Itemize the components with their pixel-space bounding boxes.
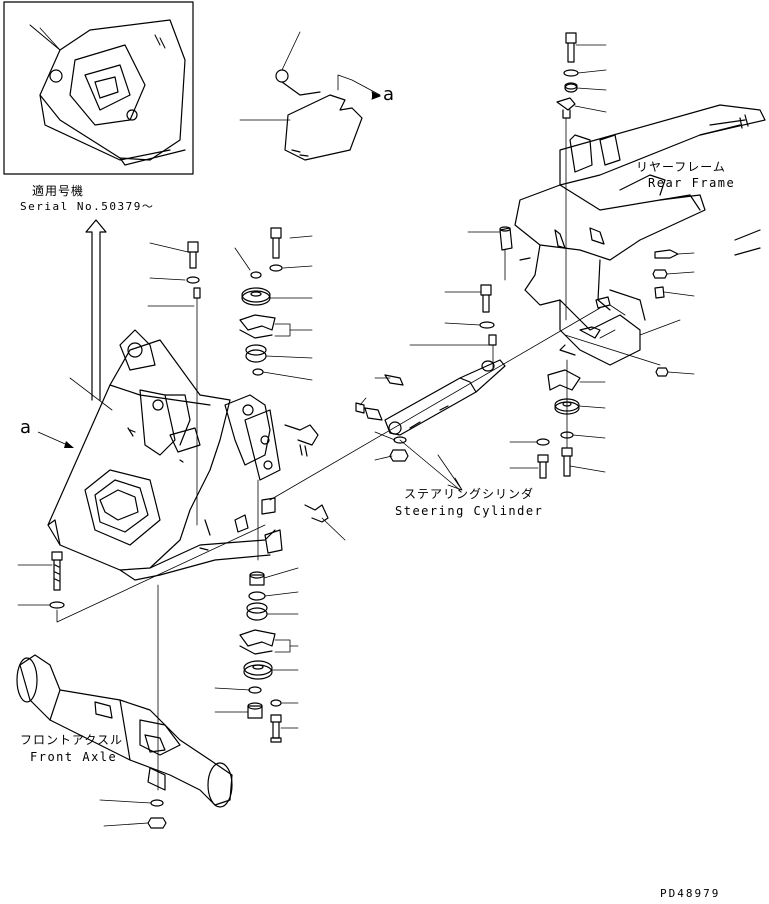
rear-pin: [499, 226, 513, 281]
inset-label-en: Serial No.50379～: [20, 200, 155, 213]
front-frame: [47, 329, 329, 581]
identification-plate: [275, 31, 381, 161]
inset-detail: [3, 1, 194, 175]
inset-arrow: [85, 219, 107, 401]
steering-cylinder-label-ja: ステアリングシリンダ: [404, 487, 535, 501]
front-frame-bolt: [49, 524, 266, 623]
view-marker-a: a: [20, 417, 32, 438]
rear-frame: [514, 104, 766, 366]
center-pivot-stack-upper: [239, 227, 283, 376]
left-bolt-top: [186, 241, 201, 526]
steering-cylinder: [355, 359, 506, 491]
rear-cylinder-bolt: [479, 284, 497, 371]
steering-cylinder-label-en: Steering Cylinder: [395, 504, 544, 518]
front-axle-label-en: Front Axle: [30, 750, 118, 764]
leader-lines: [17, 27, 695, 827]
rear-pin-line: [564, 334, 661, 366]
rear-cylinder-stack: [536, 359, 581, 479]
rear-frame-label-ja: リヤーフレーム: [636, 160, 726, 174]
rear-frame-label-en: Rear Frame: [648, 176, 736, 190]
front-axle: [16, 654, 233, 808]
inset-label-ja: 適用号機: [32, 184, 85, 198]
rear-pin-2: [579, 296, 611, 339]
front-axle-label-ja: フロントアクスル: [20, 733, 124, 747]
cylinder-center-line: [269, 307, 601, 501]
rear-pivot-stack: [556, 32, 579, 321]
rear-frame-fittings: [652, 249, 679, 377]
plate-marker-a: a: [383, 84, 395, 105]
axle-nut-washer: [147, 799, 167, 829]
drawing-number: PD48979: [660, 887, 721, 900]
